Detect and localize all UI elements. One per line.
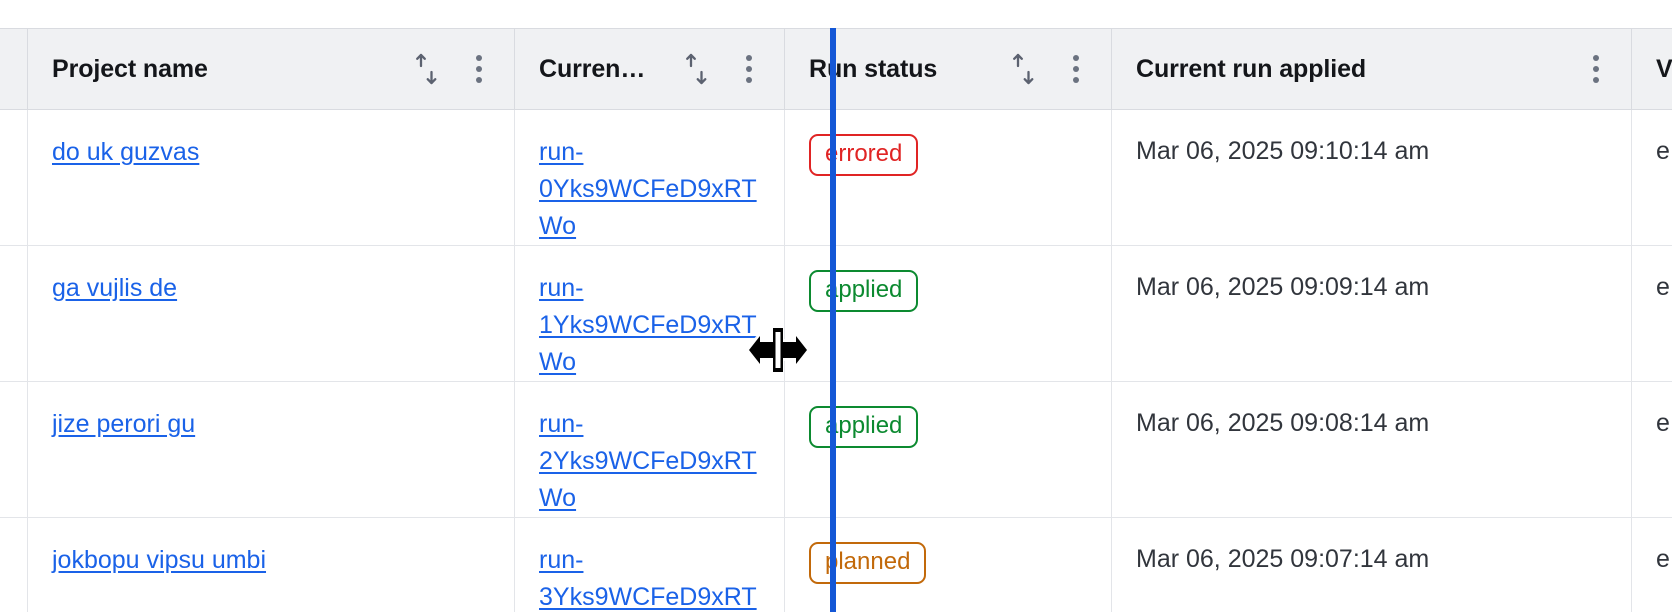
projects-table: Project name <box>0 28 1672 612</box>
current-run-link[interactable]: run-1Yks9WCFeD9xRTWo <box>539 274 757 376</box>
column-header-current-run[interactable]: Curren… <box>515 28 785 110</box>
sort-arrows-icon[interactable] <box>684 52 710 86</box>
cell-run-status: applied <box>785 246 1112 382</box>
cell-project-name: ga vujlis de <box>28 246 515 382</box>
column-header-label-project-name: Project name <box>52 54 208 83</box>
cell-project-name: jokbopu vipsu umbi <box>28 518 515 612</box>
column-header-label-current-run: Curren… <box>539 54 646 83</box>
status-badge: applied <box>809 270 919 312</box>
row-gutter-cell <box>0 110 28 246</box>
column-tools-current-run <box>684 52 760 86</box>
cell-run-status: planned <box>785 518 1112 612</box>
current-run-applied-text: Mar 06, 2025 09:07:14 am <box>1136 545 1430 573</box>
cell-next-column: e <box>1632 518 1672 612</box>
table-row: jokbopu vipsu umbi run-3Yks9WCFeD9xRTWo … <box>0 518 1672 612</box>
cell-project-name: do uk guzvas <box>28 110 515 246</box>
column-tools-project-name <box>414 52 490 86</box>
row-gutter-cell <box>0 518 28 612</box>
cell-current-run-applied: Mar 06, 2025 09:08:14 am <box>1112 382 1632 518</box>
cell-next-column: e <box>1632 382 1672 518</box>
cell-current-run: run-1Yks9WCFeD9xRTWo <box>515 246 785 382</box>
table-body: do uk guzvas run-0Yks9WCFeD9xRTWo errore… <box>0 110 1672 612</box>
table-header-row: Project name <box>0 28 1672 110</box>
next-column-text: e <box>1656 409 1670 437</box>
status-badge: errored <box>809 134 919 176</box>
column-menu-kebab-icon[interactable] <box>1065 52 1087 86</box>
project-name-link[interactable]: ga vujlis de <box>52 274 178 302</box>
row-gutter-cell <box>0 246 28 382</box>
cell-current-run: run-0Yks9WCFeD9xRTWo <box>515 110 785 246</box>
next-column-text: e <box>1656 545 1670 573</box>
current-run-applied-text: Mar 06, 2025 09:09:14 am <box>1136 273 1430 301</box>
status-badge: planned <box>809 542 927 584</box>
sort-arrows-icon[interactable] <box>414 52 440 86</box>
cell-current-run-applied: Mar 06, 2025 09:09:14 am <box>1112 246 1632 382</box>
cell-run-status: applied <box>785 382 1112 518</box>
project-name-link[interactable]: jokbopu vipsu umbi <box>52 546 267 574</box>
cell-next-column: e <box>1632 246 1672 382</box>
table-row: jize perori gu run-2Yks9WCFeD9xRTWo appl… <box>0 382 1672 518</box>
column-menu-kebab-icon[interactable] <box>1585 52 1607 86</box>
project-name-link[interactable]: do uk guzvas <box>52 138 200 166</box>
current-run-applied-text: Mar 06, 2025 09:10:14 am <box>1136 137 1430 165</box>
next-column-text: e <box>1656 137 1670 165</box>
column-header-next-column[interactable]: V <box>1632 28 1672 110</box>
current-run-link[interactable]: run-0Yks9WCFeD9xRTWo <box>539 138 757 240</box>
column-header-label-next-column: V <box>1656 54 1672 83</box>
current-run-link[interactable]: run-2Yks9WCFeD9xRTWo <box>539 410 757 512</box>
current-run-applied-text: Mar 06, 2025 09:08:14 am <box>1136 409 1430 437</box>
current-run-link[interactable]: run-3Yks9WCFeD9xRTWo <box>539 546 757 611</box>
column-tools-run-status <box>1011 52 1087 86</box>
cell-current-run: run-2Yks9WCFeD9xRTWo <box>515 382 785 518</box>
cell-run-status: errored <box>785 110 1112 246</box>
next-column-text: e <box>1656 273 1670 301</box>
table-row: do uk guzvas run-0Yks9WCFeD9xRTWo errore… <box>0 110 1672 246</box>
cell-current-run: run-3Yks9WCFeD9xRTWo <box>515 518 785 612</box>
column-header-project-name[interactable]: Project name <box>28 28 515 110</box>
column-header-current-run-applied[interactable]: Current run applied <box>1112 28 1632 110</box>
status-badge: applied <box>809 406 919 448</box>
cell-next-column: e <box>1632 110 1672 246</box>
column-menu-kebab-icon[interactable] <box>468 52 490 86</box>
column-tools-current-run-applied <box>1585 52 1607 86</box>
table-header: Project name <box>0 28 1672 110</box>
column-header-label-current-run-applied: Current run applied <box>1136 54 1367 83</box>
cell-project-name: jize perori gu <box>28 382 515 518</box>
row-gutter-cell <box>0 382 28 518</box>
cell-current-run-applied: Mar 06, 2025 09:10:14 am <box>1112 110 1632 246</box>
column-header-gutter <box>0 28 28 110</box>
column-header-run-status[interactable]: Run status <box>785 28 1112 110</box>
cell-current-run-applied: Mar 06, 2025 09:07:14 am <box>1112 518 1632 612</box>
table-row: ga vujlis de run-1Yks9WCFeD9xRTWo applie… <box>0 246 1672 382</box>
project-name-link[interactable]: jize perori gu <box>52 410 196 438</box>
sort-arrows-icon[interactable] <box>1011 52 1037 86</box>
column-header-label-run-status: Run status <box>809 54 938 83</box>
column-menu-kebab-icon[interactable] <box>738 52 760 86</box>
